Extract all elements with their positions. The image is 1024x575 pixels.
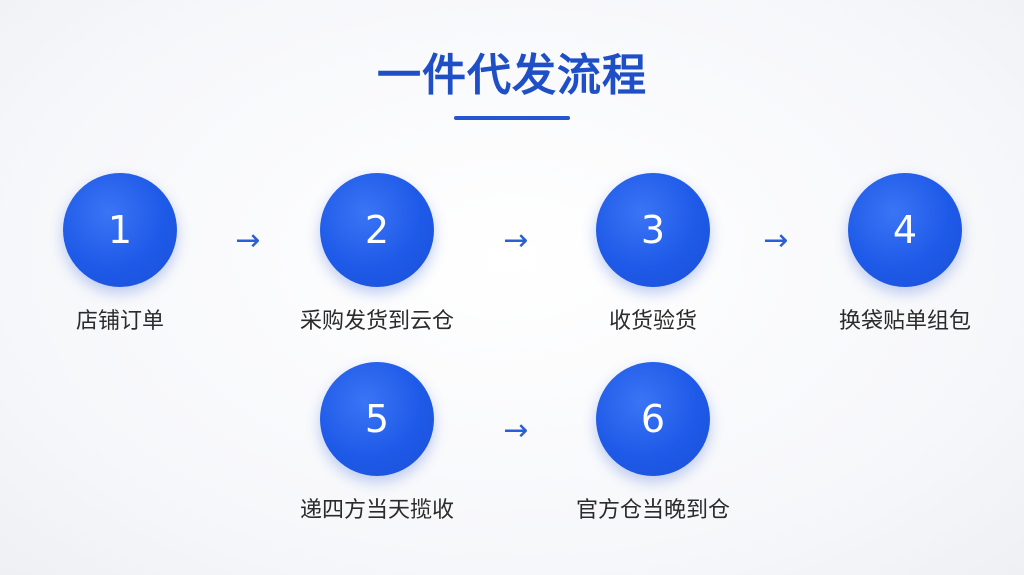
- step-5-number: 5: [320, 362, 434, 476]
- title-underline: [454, 116, 570, 120]
- step-6-number: 6: [596, 362, 710, 476]
- step-1: 1 店铺订单: [20, 173, 220, 353]
- step-2-number: 2: [320, 173, 434, 287]
- step-6: 6 官方仓当晚到仓: [553, 362, 753, 542]
- step-4-number: 4: [848, 173, 962, 287]
- arrow-2-3-icon: →: [503, 223, 529, 258]
- step-3-label: 收货验货: [608, 309, 697, 334]
- page-title: 一件代发流程: [377, 50, 647, 101]
- step-5-label: 递四方当天揽收: [299, 498, 454, 523]
- step-6-label: 官方仓当晚到仓: [575, 498, 730, 523]
- step-5: 5 递四方当天揽收: [277, 362, 477, 542]
- step-2: 2 采购发货到云仓: [277, 173, 477, 353]
- arrow-5-6-icon: →: [503, 413, 529, 448]
- arrow-3-4-icon: →: [763, 223, 789, 258]
- step-3: 3 收货验货: [553, 173, 753, 353]
- step-4: 4 换袋贴单组包: [805, 173, 1005, 353]
- step-4-label: 换袋贴单组包: [838, 309, 971, 334]
- step-3-number: 3: [596, 173, 710, 287]
- step-1-number: 1: [63, 173, 177, 287]
- step-1-label: 店铺订单: [75, 309, 164, 334]
- step-2-label: 采购发货到云仓: [299, 309, 454, 334]
- arrow-1-2-icon: →: [235, 223, 261, 258]
